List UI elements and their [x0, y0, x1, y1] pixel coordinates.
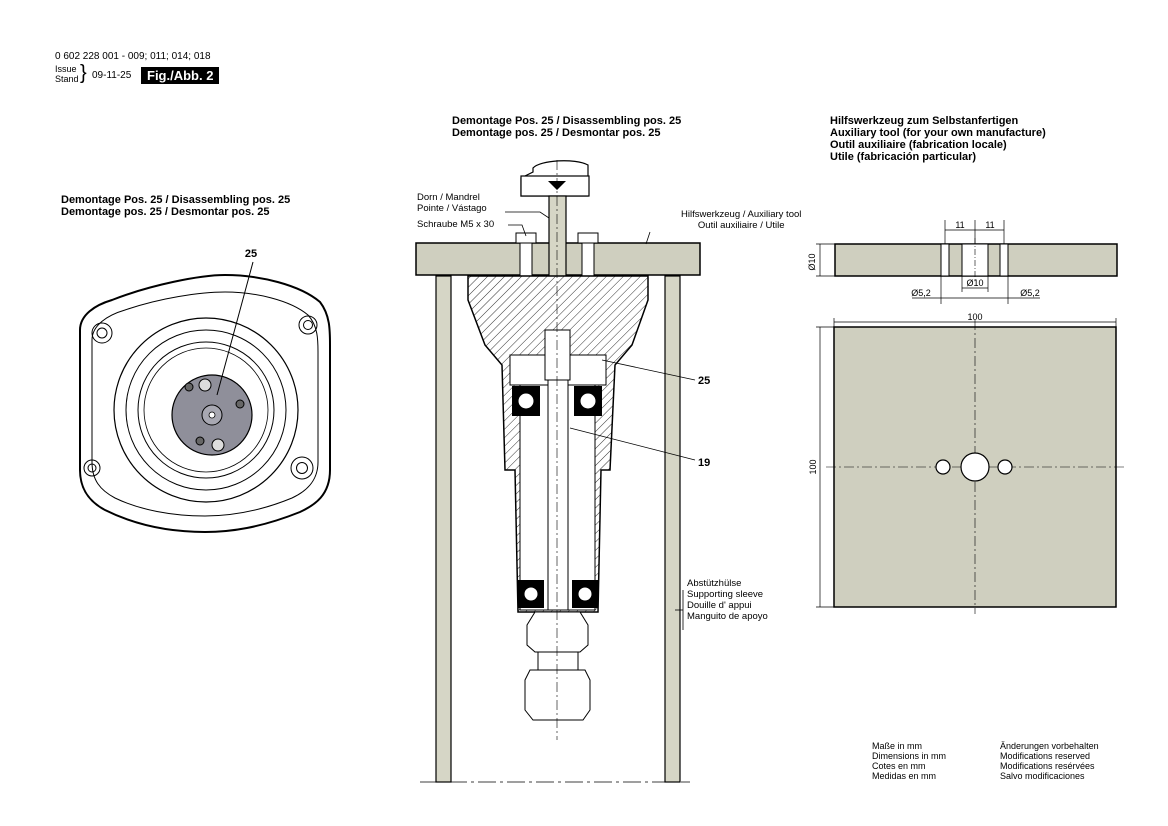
- right-title-line1: Hilfswerkzeug zum Selbstanfertigen: [830, 115, 1019, 127]
- units-fr: Cotes en mm: [872, 761, 926, 771]
- right-title-line4: Utile (fabricación particular): [830, 151, 977, 163]
- shaft: [524, 329, 591, 721]
- left-callout-25: 25: [245, 248, 257, 260]
- mod-en: Modifications reserved: [1000, 751, 1091, 761]
- housing-top-view: [79, 273, 331, 534]
- dim-d10-center: Ø10: [966, 278, 983, 288]
- dim-d52-right: Ø5,2: [1020, 288, 1040, 298]
- center-callout-25: 25: [698, 375, 710, 387]
- left-view-title: Demontage Pos. 25 / Disassembling pos. 2…: [61, 194, 290, 218]
- mandrel-line1: Dorn / Mandrel: [417, 192, 480, 203]
- sleeve-line1: Abstützhülse: [687, 578, 742, 589]
- center-title-line1: Demontage Pos. 25 / Disassembling pos. 2…: [452, 115, 682, 127]
- aux-tool-label: Hilfswerkzeug / Auxiliary tool Outil aux…: [681, 209, 801, 231]
- mandrel-label: Dorn / Mandrel Pointe / Vástago: [417, 192, 487, 214]
- dim-11b: 11: [985, 220, 994, 230]
- dim-11a: 11: [955, 220, 964, 230]
- center-view-title: Demontage Pos. 25 / Disassembling pos. 2…: [452, 115, 681, 139]
- aux-tool-line2: Outil auxiliaire / Utile: [697, 220, 785, 231]
- sleeve-line4: Manguito de apoyo: [687, 611, 768, 622]
- aux-tool-line1: Hilfswerkzeug / Auxiliary tool: [681, 209, 802, 220]
- bearing-disc: [171, 374, 253, 456]
- center-leaders: [505, 211, 696, 630]
- tool-side-dimensions: [816, 220, 1040, 304]
- left-title-line1: Demontage Pos. 25 / Disassembling pos. 2…: [61, 194, 291, 206]
- support-legs: [435, 275, 681, 783]
- tool-side-view: [834, 238, 1118, 282]
- dim-100-side: 100: [808, 459, 818, 474]
- tool-top-view: [826, 320, 1124, 614]
- mod-fr: Modifications resérvées: [1000, 761, 1095, 771]
- mod-de: Änderungen vorbehalten: [1000, 741, 1099, 751]
- right-title-line2: Auxiliary tool (for your own manufacture…: [830, 127, 1046, 139]
- part-numbers: 0 602 228 001 - 009; 011; 014; 018: [55, 51, 211, 62]
- press-ram: [520, 160, 590, 197]
- left-callout-leader: [216, 261, 254, 396]
- sleeve-line3: Douille d' appui: [687, 600, 752, 611]
- figure-badge: Fig./Abb. 2: [141, 67, 220, 84]
- sleeve-line2: Supporting sleeve: [687, 589, 764, 600]
- dim-100-top: 100: [967, 312, 982, 322]
- issue-label: Issue: [55, 64, 77, 74]
- left-title-line2: Demontage pos. 25 / Desmontar pos. 25: [61, 206, 270, 218]
- modifications-legend: Änderungen vorbehalten Modifications res…: [1000, 741, 1099, 781]
- issue-stand-label: Issue Stand: [55, 64, 79, 84]
- screw-label: Schraube M5 x 30: [417, 219, 495, 230]
- units-es: Medidas en mm: [872, 771, 937, 781]
- right-view-title: Hilfswerkzeug zum Selbstanfertigen Auxil…: [830, 115, 1046, 163]
- units-de: Maße in mm: [872, 741, 923, 751]
- center-title-line2: Demontage pos. 25 / Desmontar pos. 25: [452, 127, 661, 139]
- mod-es: Salvo modificaciones: [1000, 771, 1085, 781]
- tool-top-dimensions: [816, 318, 1117, 608]
- supporting-sleeve-label: Abstützhülse Supporting sleeve Douille d…: [687, 578, 768, 622]
- dim-d52-left: Ø5,2: [911, 288, 931, 298]
- units-legend: Maße in mm Dimensions in mm Cotes en mm …: [872, 741, 946, 781]
- center-callout-19: 19: [698, 457, 710, 469]
- units-en: Dimensions in mm: [872, 751, 947, 761]
- stand-label: Stand: [55, 74, 79, 84]
- mandrel-line2: Pointe / Vástago: [417, 203, 487, 214]
- issue-date: 09-11-25: [92, 70, 132, 81]
- dim-d10-side: Ø10: [807, 253, 817, 270]
- right-title-line3: Outil auxiliaire (fabrication locale): [830, 139, 1007, 151]
- brace-glyph: }: [80, 62, 87, 84]
